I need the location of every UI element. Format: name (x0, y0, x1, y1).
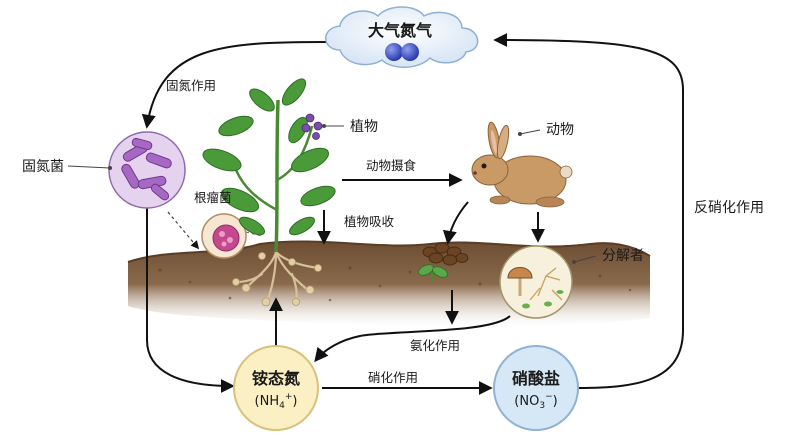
arrow-denitrification (493, 33, 684, 389)
label-ammonification: 氨化作用 (410, 338, 460, 353)
plant-illustration (202, 78, 336, 307)
ammonium-formula: (NH4+) (255, 392, 298, 411)
arrow-fixation (141, 41, 327, 129)
label-root-nodule: 根瘤菌 (194, 190, 232, 205)
nitrate-formula: (NO3−) (514, 392, 557, 411)
root-nodule-illustration (201, 213, 247, 259)
nodule-pointer (167, 211, 200, 250)
label-animal-feeding: 动物摄食 (366, 158, 417, 173)
flower-icon (301, 113, 323, 140)
cycle-arrows (141, 33, 684, 395)
rabbit-illustration (471, 121, 573, 208)
nitrate-node: 硝酸盐 (NO3−) (493, 345, 579, 431)
atmosphere-cloud: 大气氮气 (325, 6, 479, 68)
decomposer-illustration (499, 245, 573, 319)
label-denitrification: 反硝化作用 (694, 200, 764, 216)
arrow-animal-to-droppings (442, 201, 469, 245)
label-fixing-bacteria: 固氮菌 (22, 159, 64, 175)
label-nitrification: 硝化作用 (368, 370, 418, 385)
label-nitrogen-fixation: 固氮作用 (166, 78, 216, 93)
droppings-illustration (418, 242, 469, 282)
nitrogen-molecule-icon (385, 43, 419, 61)
label-decomposer: 分解者 (602, 248, 644, 264)
atmosphere-label: 大气氮气 (368, 21, 432, 40)
label-plant-uptake: 植物吸收 (344, 214, 395, 229)
ammonium-node: 铵态氮 (NH4+) (233, 345, 319, 431)
label-plant: 植物 (350, 119, 378, 135)
label-animal: 动物 (546, 122, 574, 138)
ammonium-label: 铵态氮 (252, 369, 300, 388)
arrow-bacteria-to-ammonium (146, 208, 235, 393)
arrow-decomposer-to-ammonium (314, 315, 511, 363)
fixing-bacteria-illustration (108, 131, 186, 209)
nitrate-label: 硝酸盐 (512, 369, 560, 388)
